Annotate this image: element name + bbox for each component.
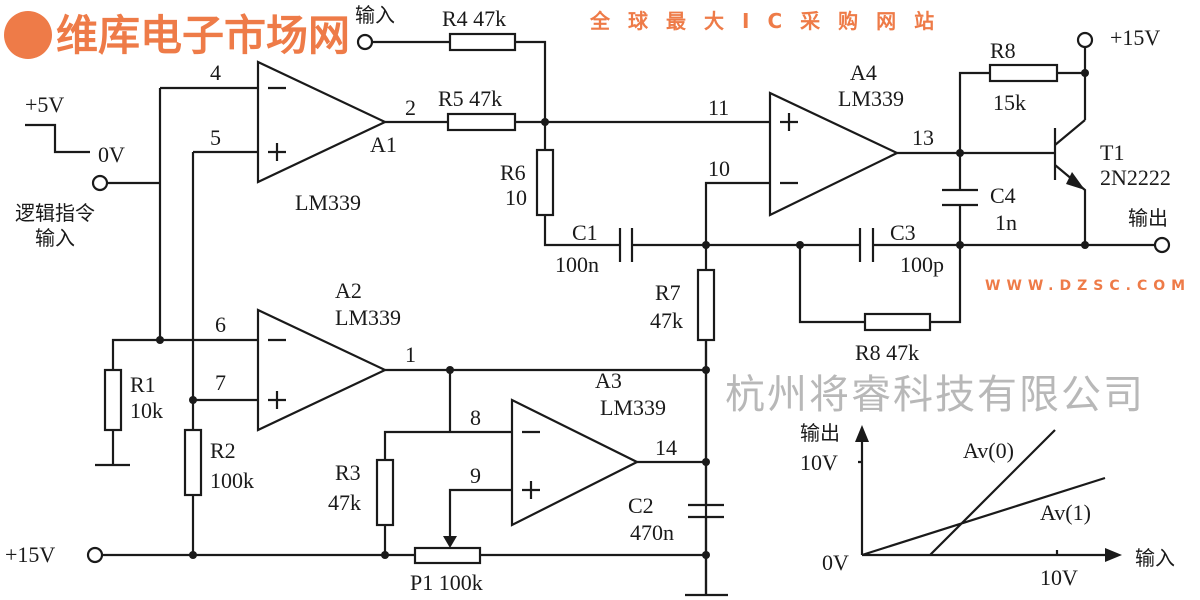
label-c4-val: 1n <box>995 210 1017 235</box>
r8-bottom <box>863 312 932 332</box>
graph-origin: 0V <box>822 550 849 575</box>
label-p2: 2 <box>405 95 416 120</box>
a2-comparator <box>256 308 388 432</box>
wires <box>25 31 1171 597</box>
label-p11: 11 <box>708 95 729 120</box>
transfer-graph: 输出 10V 0V 10V 输入 Av(0) Av(1) <box>800 421 1175 590</box>
label-r3: R3 <box>335 460 361 485</box>
label-output: 输出 <box>1128 206 1168 230</box>
label-a3: A3 <box>595 368 622 393</box>
label-r8-top-val: 15k <box>993 90 1026 115</box>
label-a1-part: LM339 <box>295 190 361 215</box>
label-r5: R5 47k <box>438 86 502 111</box>
label-c2-val: 470n <box>630 520 674 545</box>
label-p14: 14 <box>655 435 677 460</box>
label-c1-val: 100n <box>555 252 599 277</box>
label-p5: 5 <box>210 125 221 150</box>
label-logic-cmd: 逻辑指令 <box>15 201 95 225</box>
label-r4: R4 47k <box>442 6 506 31</box>
label-r6-val: 10 <box>505 185 527 210</box>
r3 <box>375 458 395 527</box>
label-plus15-top: +15V <box>1110 25 1160 50</box>
label-p6: 6 <box>215 312 226 337</box>
label-a4-part: LM339 <box>838 86 904 111</box>
r5 <box>446 112 517 132</box>
watermark-slogan: 全球最大IC采购网站 <box>589 9 952 33</box>
label-plus5: +5V <box>25 92 64 117</box>
label-p7: 7 <box>215 370 226 395</box>
label-c4: C4 <box>990 183 1016 208</box>
label-t1: T1 <box>1100 140 1124 165</box>
input-terminal <box>356 33 374 51</box>
label-r3-val: 47k <box>328 490 361 515</box>
label-c2: C2 <box>628 493 654 518</box>
label-c3-val: 100p <box>900 252 944 277</box>
r4 <box>448 32 517 52</box>
label-p1: 1 <box>405 342 416 367</box>
logic-input-terminal <box>91 174 109 192</box>
op-amps <box>256 60 900 527</box>
a1-comparator <box>256 60 388 184</box>
label-r6: R6 <box>500 160 526 185</box>
label-input-top: 输入 <box>355 3 395 27</box>
a4-comparator <box>768 91 900 217</box>
plus15-terminal <box>1076 31 1094 49</box>
label-r2-val: 100k <box>210 468 254 493</box>
label-r1: R1 <box>130 372 156 397</box>
watermark-url: WWW.DZSC.COM <box>985 278 1191 294</box>
labels: 输入 R4 47k R5 47k R6 10 C1 100n R7 47k A1… <box>5 3 1171 595</box>
graph-x-tick: 10V <box>1040 565 1078 590</box>
label-r1-val: 10k <box>130 398 163 423</box>
watermark-logo-icon <box>4 11 52 59</box>
graph-x-label: 输入 <box>1135 546 1175 570</box>
curve-av1-label: Av(1) <box>1040 500 1091 525</box>
r8-top <box>988 63 1059 83</box>
label-p8: 8 <box>470 405 481 430</box>
label-r7: R7 <box>655 280 681 305</box>
r2 <box>183 428 203 497</box>
label-a3-part: LM339 <box>600 395 666 420</box>
r6 <box>535 148 555 217</box>
curve-av0-label: Av(0) <box>963 438 1014 463</box>
r1 <box>103 368 123 432</box>
label-t1-part: 2N2222 <box>1100 165 1171 190</box>
a3-comparator <box>510 398 640 527</box>
label-p10: 10 <box>708 156 730 181</box>
label-c1: C1 <box>572 220 598 245</box>
label-p4: 4 <box>210 60 221 85</box>
plus15-bottom-terminal <box>86 546 104 564</box>
label-p1: P1 100k <box>410 570 483 595</box>
label-p9: 9 <box>470 463 481 488</box>
output-terminal <box>1153 236 1171 254</box>
label-a4: A4 <box>850 60 877 85</box>
label-plus15-bottom: +15V <box>5 542 55 567</box>
graph-y-tick: 10V <box>800 450 838 475</box>
watermark: 维库电子市场网 全球最大IC采购网站 WWW.DZSC.COM 杭州将睿科技有限… <box>4 9 1191 418</box>
watermark-company: 杭州将睿科技有限公司 <box>725 372 1145 418</box>
label-r2: R2 <box>210 438 236 463</box>
label-c3: C3 <box>890 220 916 245</box>
label-logic-input: 输入 <box>35 226 75 250</box>
watermark-brand: 维库电子市场网 <box>56 11 350 60</box>
r7 <box>696 268 716 342</box>
label-zero-v: 0V <box>98 142 125 167</box>
graph-y-label: 输出 <box>800 421 840 445</box>
p1-potentiometer <box>413 546 482 565</box>
label-a1: A1 <box>370 132 397 157</box>
resistors <box>103 32 1059 565</box>
label-r7-val: 47k <box>650 308 683 333</box>
label-p13: 13 <box>912 125 934 150</box>
label-r8-bottom: R8 47k <box>855 340 919 365</box>
label-a2-part: LM339 <box>335 305 401 330</box>
label-r8-top: R8 <box>990 38 1016 63</box>
label-a2: A2 <box>335 278 362 303</box>
